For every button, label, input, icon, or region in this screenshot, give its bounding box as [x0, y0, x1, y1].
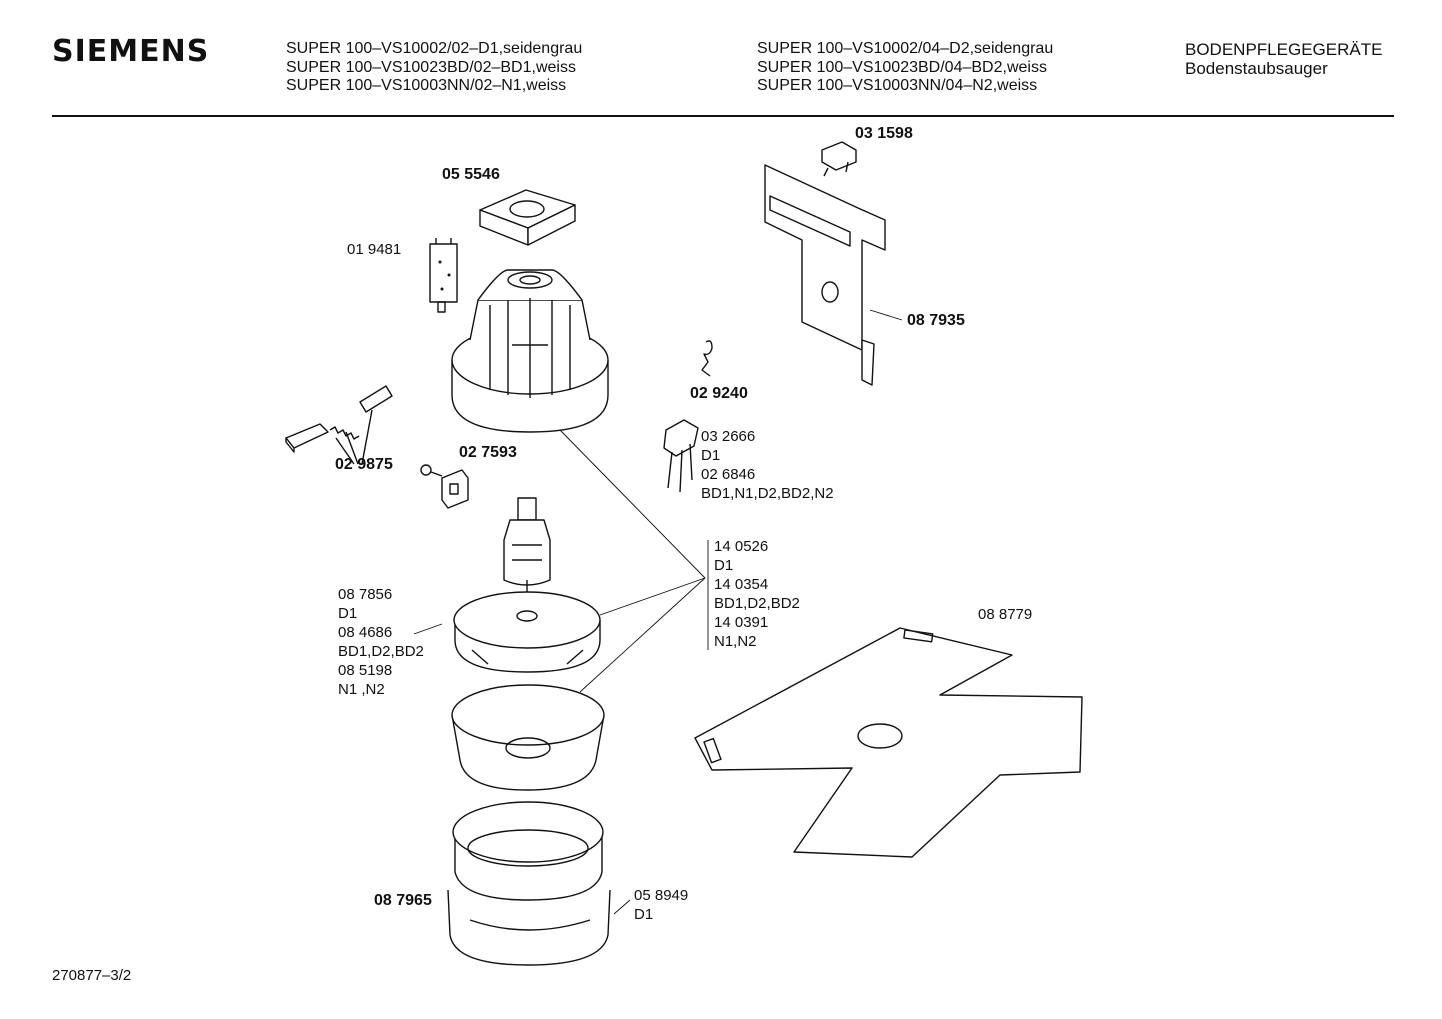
- part-label: 02 9875: [335, 456, 393, 473]
- part-label: 08 8779: [978, 606, 1033, 623]
- part-label: 08 7965: [374, 892, 432, 909]
- base-plate-part: [694, 627, 1083, 858]
- seal-ring-part: [447, 801, 611, 966]
- part-label: 08 5198: [338, 662, 393, 679]
- part-label: 02 9240: [690, 385, 748, 402]
- model-line: SUPER 100–VS10003NN/02–N1,weiss: [286, 77, 567, 94]
- part-label: 01 9481: [347, 241, 402, 258]
- part-label: 08 4686: [338, 624, 393, 641]
- part-variant: N1 ,N2: [338, 681, 385, 698]
- part-label: 03 1598: [855, 125, 913, 142]
- spring-clip-part: [701, 340, 713, 377]
- motor-fan-part: [453, 591, 601, 673]
- category-subtitle: Bodenstaubsauger: [1185, 59, 1328, 78]
- category-title: BODENPFLEGEGERÄTE: [1185, 40, 1383, 59]
- model-line: SUPER 100–VS10002/04–D2,seidengrau: [757, 40, 1054, 57]
- model-line: SUPER 100–VS10023BD/04–BD2,weiss: [757, 58, 1047, 76]
- bracket-plate-part: [764, 164, 886, 386]
- model-list-left: SUPER 100–VS10002/02–D1,seidengrau SUPER…: [286, 40, 582, 96]
- part-label: 14 0391: [714, 614, 769, 631]
- bowl-part: [451, 684, 605, 791]
- part-label: 08 7856: [338, 586, 393, 603]
- drawing-number: 270877–3/2: [52, 967, 132, 984]
- part-label: 02 7593: [459, 444, 517, 461]
- part-label: 08 7935: [907, 312, 965, 329]
- part-label: 14 0526: [714, 538, 769, 555]
- motor-housing-part: [451, 269, 609, 433]
- capacitor-part: [663, 419, 699, 493]
- part-label-group: 14 0526 D1 14 0354 BD1,D2,BD2 14 0391 N1…: [714, 537, 800, 651]
- part-label: 03 2666: [701, 428, 756, 445]
- part-label-group: 03 2666 D1 02 6846 BD1,N1,D2,BD2,N2: [701, 427, 834, 503]
- category-block: BODENPFLEGEGERÄTE Bodenstaubsauger: [1185, 40, 1382, 78]
- header-divider: [52, 115, 1394, 117]
- clip-part: [821, 141, 857, 177]
- model-line: SUPER 100–VS10003NN/04–N2,weiss: [757, 77, 1038, 94]
- filter-cartridge-part: [429, 238, 458, 313]
- part-label: 02 6846: [701, 466, 756, 483]
- screw-bracket-part: [420, 464, 469, 509]
- model-line: SUPER 100–VS10002/02–D1,seidengrau: [286, 40, 583, 57]
- leader-lines: [413, 309, 903, 915]
- part-variant: D1: [701, 447, 721, 464]
- part-variant: D1: [338, 605, 358, 622]
- part-variant: BD1,N1,D2,BD2,N2: [701, 485, 834, 502]
- part-label: 05 5546: [442, 166, 500, 183]
- part-variant: D1: [714, 557, 734, 574]
- part-variant: D1: [634, 906, 654, 923]
- square-pad-part: [479, 189, 576, 246]
- carbon-brush-part: [285, 385, 393, 465]
- model-list-right: SUPER 100–VS10002/04–D2,seidengrau SUPER…: [757, 40, 1053, 96]
- part-variant: BD1,D2,BD2: [338, 643, 424, 660]
- part-label: 14 0354: [714, 576, 769, 593]
- part-label-group: 05 8949 D1: [634, 886, 688, 924]
- part-label-group: 08 7856 D1 08 4686 BD1,D2,BD2 08 5198 N1…: [338, 585, 424, 699]
- part-variant: N1,N2: [714, 633, 757, 650]
- model-line: SUPER 100–VS10023BD/02–BD1,weiss: [286, 58, 576, 76]
- part-variant: BD1,D2,BD2: [714, 595, 800, 612]
- siemens-logo: SIEMENS: [52, 34, 210, 69]
- part-label: 05 8949: [634, 887, 689, 904]
